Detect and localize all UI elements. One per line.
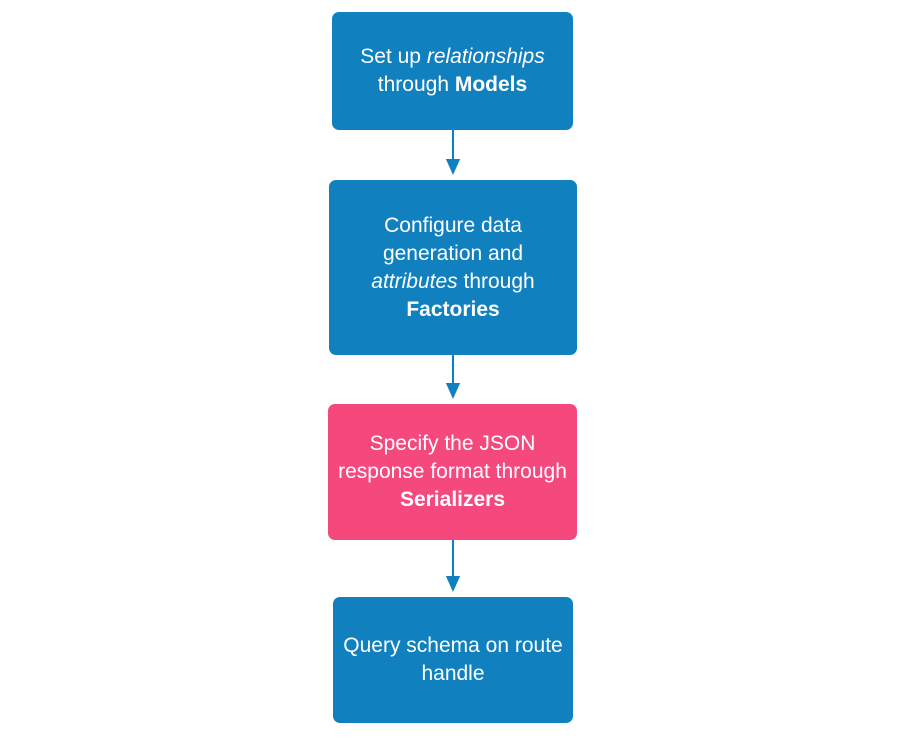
flow-node-serializers-label: Specify the JSON response format through… bbox=[338, 432, 567, 511]
flow-node-serializers[interactable]: Specify the JSON response format through… bbox=[328, 404, 577, 540]
flow-node-models[interactable]: Set up relationships through Models bbox=[332, 12, 573, 130]
flow-node-factories[interactable]: Configure data generation and attributes… bbox=[329, 180, 577, 355]
flow-node-query-schema[interactable]: Query schema on route handle bbox=[333, 597, 573, 723]
flow-node-factories-label: Configure data generation and attributes… bbox=[371, 213, 535, 321]
flow-node-query-schema-label: Query schema on route handle bbox=[343, 634, 563, 685]
flow-node-models-label: Set up relationships through Models bbox=[360, 45, 545, 96]
